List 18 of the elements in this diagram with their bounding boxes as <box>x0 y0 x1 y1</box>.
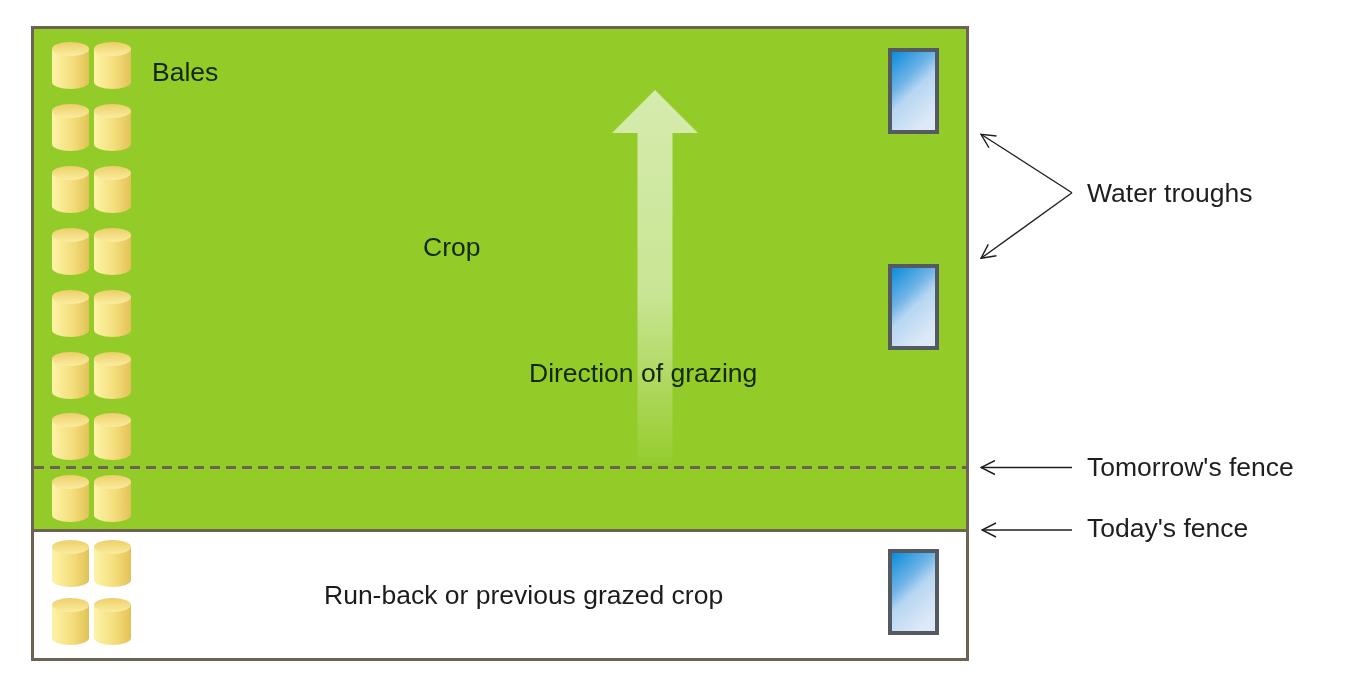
fence-line <box>31 528 969 532</box>
water-trough <box>888 264 939 350</box>
bales-label: Bales <box>152 59 219 86</box>
leader-arrow <box>980 133 1073 194</box>
direction-label: Direction of grazing <box>529 360 758 387</box>
crop-label: Crop <box>423 233 481 261</box>
callout-label: Tomorrow's fence <box>1087 453 1294 480</box>
crop-field <box>31 26 969 530</box>
callout-label: Today's fence <box>1087 514 1249 541</box>
run-back-area <box>31 530 969 661</box>
leader-arrow <box>980 459 1073 476</box>
leader-arrow <box>980 192 1073 259</box>
leader-arrow <box>981 522 1073 538</box>
dashed-fence-line <box>34 466 966 469</box>
water-trough <box>888 549 939 635</box>
callout-label: Water troughs <box>1087 179 1253 206</box>
area-label: Run-back or previous grazed crop <box>324 581 724 609</box>
water-trough <box>888 48 939 134</box>
